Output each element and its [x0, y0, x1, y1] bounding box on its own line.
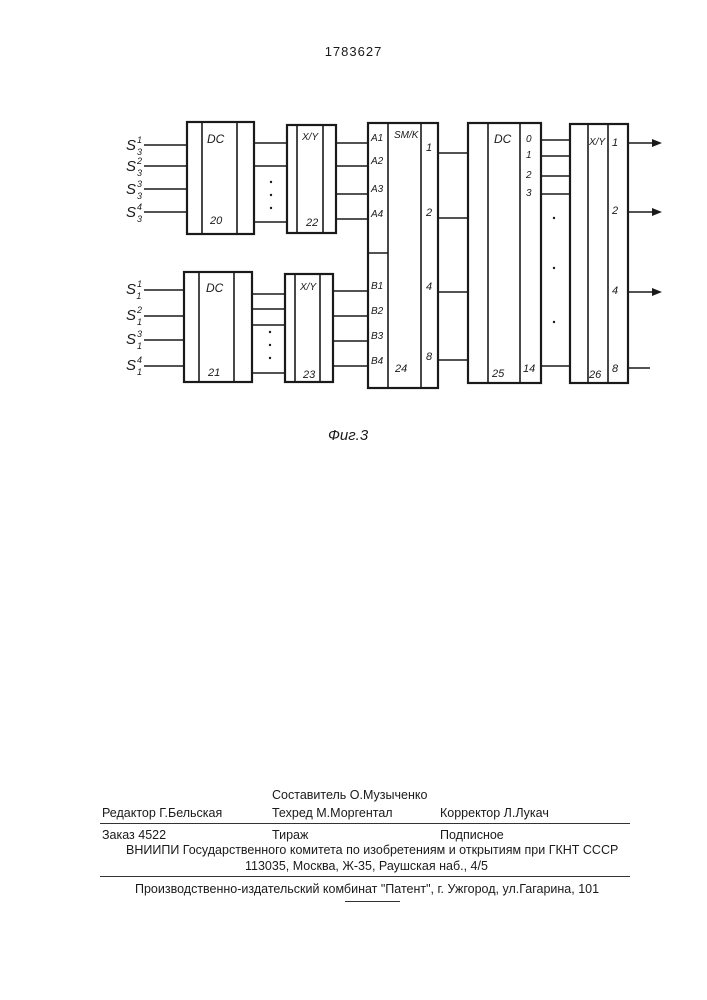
- conv26-number: 26: [588, 369, 602, 381]
- input-label-s1-4: S41: [126, 355, 142, 377]
- dc25-number2: 14: [523, 363, 535, 375]
- sm24-in-b4: B4: [371, 356, 384, 367]
- footer-divider-3: [345, 901, 400, 902]
- sm24-number: 24: [394, 363, 407, 375]
- conv22-title: X/Y: [301, 132, 319, 143]
- publication-footer: Составитель О.Музыченко Редактор Г.Бельс…: [0, 780, 707, 920]
- footer-publisher: Производственно-издательский комбинат "П…: [135, 882, 599, 896]
- dc25-out-3: 3: [526, 188, 532, 199]
- conv23-number: 23: [302, 369, 316, 381]
- footer-corrector: Корректор Л.Лукач: [440, 806, 549, 820]
- figure-caption: Фиг.3: [328, 427, 369, 444]
- sm24-in-b2: B2: [371, 306, 384, 317]
- footer-divider-1: [100, 823, 630, 824]
- footer-institute: ВНИИПИ Государственного комитета по изоб…: [126, 843, 618, 857]
- input-label-s3-1: S13: [126, 135, 142, 157]
- continuation-dots: [269, 181, 555, 359]
- conv26-out-1: 1: [612, 137, 618, 149]
- input-label-s3-2: S23: [126, 156, 142, 178]
- conv22-number: 22: [305, 217, 318, 229]
- dc20-title: DC: [207, 132, 225, 146]
- footer-divider-2: [100, 876, 630, 877]
- footer-order: Заказ 4522: [102, 828, 166, 842]
- conv26-out-8: 8: [612, 363, 619, 375]
- sm24-out-8: 8: [426, 351, 433, 363]
- sm24-in-a4: A4: [370, 209, 384, 220]
- sm24-out-1: 1: [426, 142, 432, 154]
- footer-techred: Техред М.Моргентал: [272, 806, 393, 820]
- sm24-in-b3: B3: [371, 331, 384, 342]
- footer-subscription: Подписное: [440, 828, 504, 842]
- conv26-out-2: 2: [611, 205, 618, 217]
- sm24-in-a2: A2: [370, 156, 384, 167]
- input-label-s3-4: S43: [126, 202, 142, 224]
- sm24-title: SM/K: [394, 130, 420, 141]
- block-diagram: S13 S23 S33 S43 S11 S21 S31 S41 DC 20 X/…: [0, 0, 707, 460]
- dc21-number: 21: [207, 367, 220, 379]
- sm24-in-b1: B1: [371, 281, 383, 292]
- sm24-in-a3: A3: [370, 184, 384, 195]
- conv26-title: X/Y: [588, 137, 606, 148]
- dc25-title: DC: [494, 132, 512, 146]
- output-arrow-1: [652, 139, 662, 147]
- input-label-s3-3: S33: [126, 179, 142, 201]
- conv26-out-4: 4: [612, 285, 618, 297]
- output-arrow-2: [652, 208, 662, 216]
- sm24-out-2: 2: [425, 207, 432, 219]
- conv23-title: X/Y: [299, 282, 317, 293]
- dc20-number: 20: [209, 215, 223, 227]
- footer-circulation: Тираж: [272, 828, 308, 842]
- sm24-in-a1: A1: [370, 133, 383, 144]
- sm24-out-4: 4: [426, 281, 432, 293]
- dc21-title: DC: [206, 281, 224, 295]
- dc25-out-1: 1: [526, 150, 532, 161]
- footer-compiler: Составитель О.Музыченко: [272, 788, 427, 802]
- dc25-out-0: 0: [526, 134, 532, 145]
- output-arrow-4: [652, 288, 662, 296]
- input-label-s1-1: S11: [126, 279, 142, 301]
- dc25-number: 25: [491, 368, 505, 380]
- dc25-out-2: 2: [525, 170, 532, 181]
- footer-editor: Редактор Г.Бельская: [102, 806, 222, 820]
- footer-address: 113035, Москва, Ж-35, Раушская наб., 4/5: [245, 859, 488, 873]
- input-label-s1-2: S21: [126, 305, 142, 327]
- input-label-s1-3: S31: [126, 329, 142, 351]
